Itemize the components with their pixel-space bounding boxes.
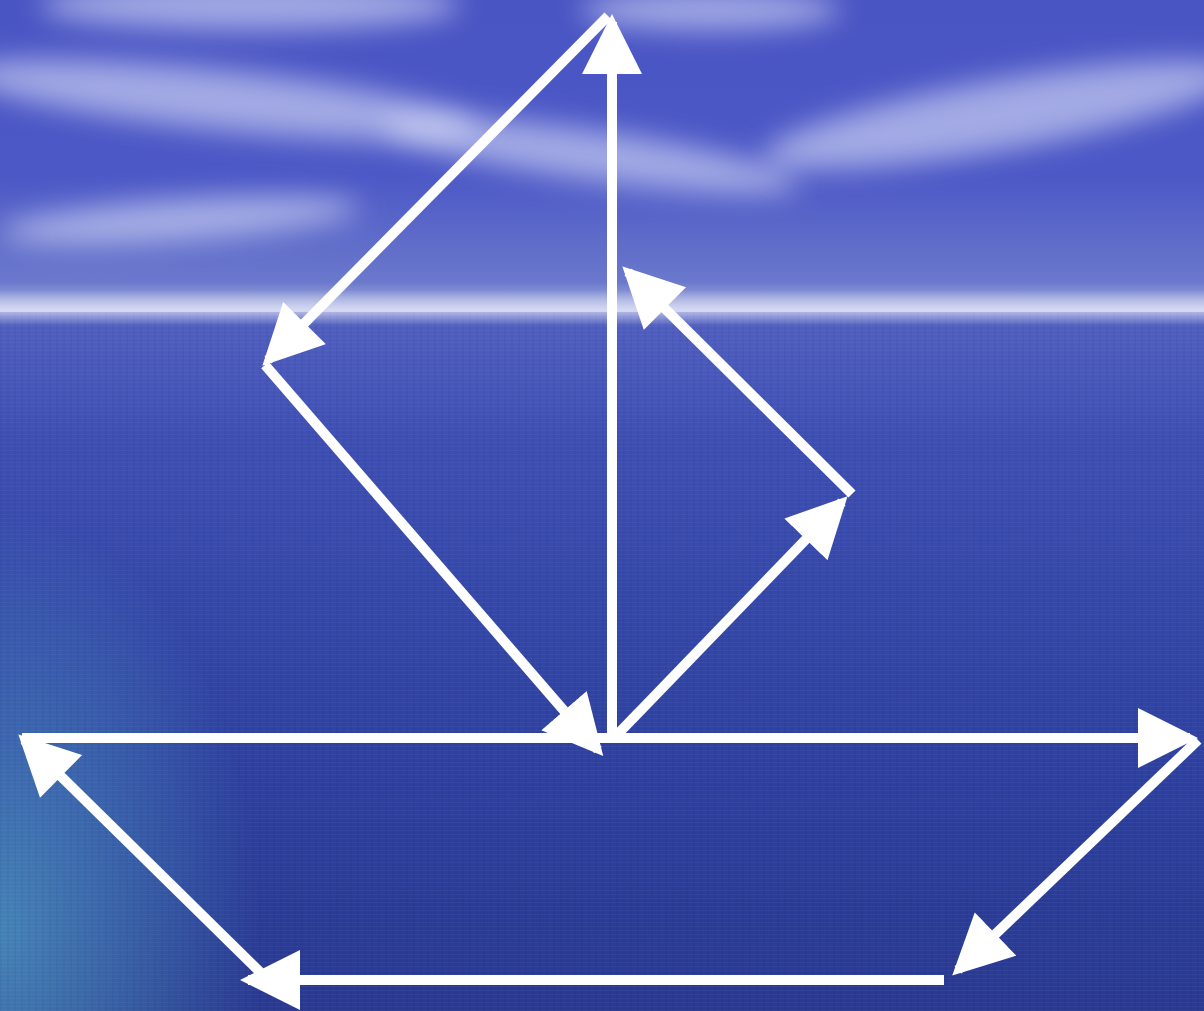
arrow-left-sail-bottom [265, 365, 598, 750]
arrow-hull-right [958, 740, 1198, 970]
arrow-left-sail-top [268, 16, 608, 360]
arrow-right-sail-lower [614, 502, 842, 738]
arrow-right-sail-upper [628, 272, 852, 494]
arrow-hull-left [24, 740, 262, 974]
